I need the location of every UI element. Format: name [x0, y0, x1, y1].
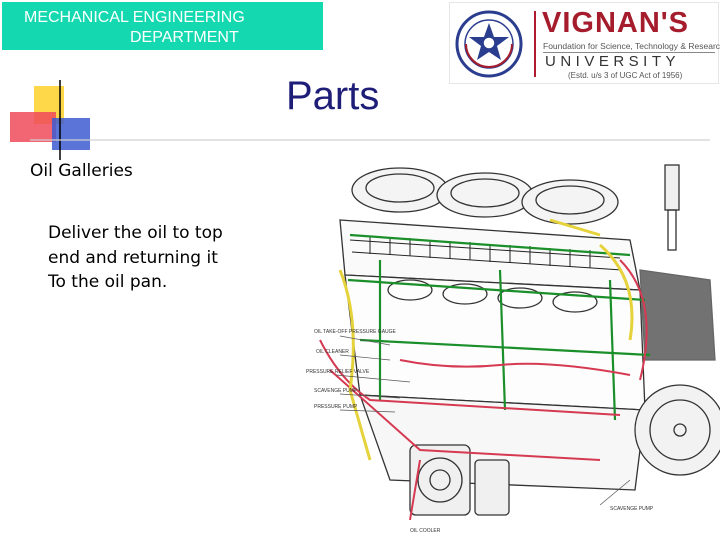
label-pressure-pump: PRESSURE PUMP [314, 404, 358, 410]
logo-rule [543, 52, 715, 53]
department-banner: MECHANICAL ENGINEERING DEPARTMENT [2, 2, 323, 50]
label-oil-cleaner: OIL CLEANER [316, 349, 349, 355]
engine-lubrication-illustration: OIL TAKE-OFF PRESSURE GAUGE OIL CLEANER … [300, 160, 720, 540]
label-scavenge-pump: SCAVENGE PUMP [314, 388, 358, 394]
label-pressure-relief-valve: PRESSURE RELIEF VALVE [306, 369, 370, 375]
department-line-2: DEPARTMENT [130, 29, 239, 46]
label-oil-cooler: OIL COOLER [410, 528, 441, 534]
bullet-heading: Oil Galleries [30, 161, 133, 181]
deco-yellow-square [34, 86, 64, 124]
university-seal-icon [455, 10, 523, 78]
logo-name: VIGNAN'S [542, 7, 690, 39]
label-oil-takeoff: OIL TAKE-OFF PRESSURE GAUGE [314, 329, 397, 335]
logo-divider [534, 11, 536, 77]
body-line: To the oil pan. [48, 272, 168, 292]
university-logo: VIGNAN'S Foundation for Science, Technol… [449, 2, 720, 84]
body-line: end and returning it [48, 247, 218, 268]
department-line-1: MECHANICAL ENGINEERING [24, 9, 245, 26]
bullet-body: Deliver the oil to top end and returning… [48, 221, 278, 295]
logo-established: (Estd. u/s 3 of UGC Act of 1956) [568, 71, 683, 80]
body-line: Deliver the oil to top [48, 223, 223, 243]
deco-red-square [10, 112, 56, 142]
deco-blue-square [52, 118, 90, 150]
logo-university: UNIVERSITY [545, 53, 681, 70]
label-scavenge-pump-2: SCAVENGE PUMP [610, 506, 654, 512]
slide-title: Parts [286, 74, 380, 118]
logo-tagline: Foundation for Science, Technology & Res… [543, 41, 720, 51]
